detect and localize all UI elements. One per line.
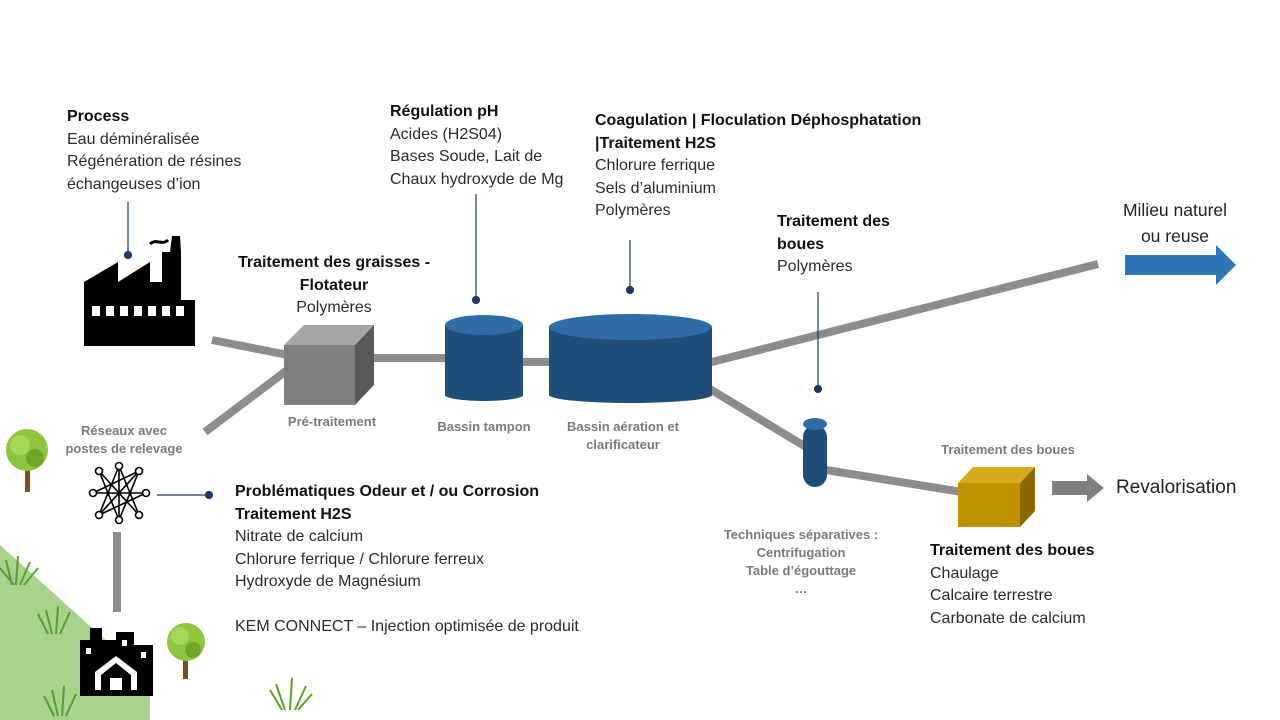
process-line: Régénération de résines (67, 153, 242, 170)
revalorisation-label: Revalorisation (1116, 477, 1237, 498)
milieu-block: Milieu naturel ou reuse (1110, 197, 1240, 249)
pretraitement-label: Pré-traitement (287, 414, 377, 429)
ph-line: Bases Soude, Lait de (390, 148, 543, 165)
boues-top-title: Traitement des (777, 213, 890, 230)
ph-line: Acides (H2S04) (390, 125, 503, 143)
bassin-aeration-label: Bassin aération et clarificateur (553, 418, 693, 454)
bassin-aeration-label-line: Bassin aération et (567, 419, 679, 434)
boues-top-line: Polymères (777, 258, 853, 275)
tree-icon (167, 623, 205, 679)
boues-top-title: boues (777, 235, 825, 253)
pretraitement-cube (284, 325, 374, 405)
techniques-label-line: Centrifugation (756, 545, 846, 560)
house-icon (80, 628, 153, 696)
reseaux-label-line: postes de relevage (65, 441, 183, 456)
odeur-subtitle: Traitement H2S (235, 505, 352, 523)
odeur-line: Hydroxyde de Magnésium (235, 573, 421, 590)
bassin-aeration-label-line: clarificateur (586, 437, 660, 452)
tree-icon (6, 429, 48, 492)
factory-icon (84, 236, 195, 346)
process-block: Process Eau déminéralisée Régénération d… (67, 106, 241, 196)
coagulation-title: Coagulation | Floculation Déphosphatatio… (595, 112, 922, 129)
arrow-revalorisation (1052, 474, 1104, 502)
spacer (235, 594, 579, 616)
coagulation-subtitle: |Traitement H2S (595, 134, 716, 152)
grass-icon (0, 555, 313, 717)
techniques-label: Techniques séparatives : Centrifugation … (704, 526, 898, 598)
milieu-label: Milieu naturel (1122, 200, 1228, 220)
odeur-title: Problématiques Odeur et / ou Corrosion (235, 483, 540, 500)
graisses-title: Traitement des graisses - (237, 254, 431, 271)
bassin-aeration-shape (549, 314, 712, 403)
boues-bottom-block: Traitement des boues Chaulage Calcaire t… (930, 540, 1095, 630)
process-line: échangeuses d’ion (67, 175, 201, 193)
network-icon (88, 461, 151, 525)
odeur-block: Problématiques Odeur et / ou Corrosion T… (235, 481, 579, 638)
pipe-factory-pretraitement (211, 336, 289, 359)
pipe-separation-boues (825, 466, 963, 496)
graisses-line: Polymères (296, 299, 372, 316)
techniques-label-line: … (794, 581, 808, 596)
reseaux-label: Réseaux avec postes de relevage (56, 422, 192, 458)
ph-block: Régulation pH Acides (H2S04) Bases Soude… (390, 101, 563, 191)
bassin-tampon-shape (445, 315, 523, 401)
boues-bottom-line: Chaulage (930, 564, 999, 582)
reseaux-label-line: Réseaux avec (80, 423, 167, 438)
kem-connect-line: KEM CONNECT – Injection optimisée de pro… (235, 617, 579, 635)
milieu-label: ou reuse (1140, 226, 1210, 246)
boues-bottom-line: Calcaire terrestre (930, 587, 1053, 604)
graisses-title: Flotateur (299, 276, 369, 294)
techniques-label-line: Techniques séparatives : (723, 527, 879, 542)
boues-small-label: Traitement des boues (941, 442, 1075, 457)
coagulation-line: Chlorure ferrique (595, 157, 716, 174)
pipe-aeration-milieu (699, 260, 1099, 369)
odeur-line: Nitrate de calcium (235, 528, 364, 545)
odeur-line: Chlorure ferrique / Chlorure ferreux (235, 550, 484, 568)
coagulation-line: Sels d’aluminium (595, 179, 716, 197)
boues-bottom-title: Traitement des boues (930, 542, 1095, 559)
graisses-block: Traitement des graisses - Flotateur Poly… (234, 252, 434, 320)
ph-title: Régulation pH (390, 103, 499, 120)
bassin-tampon-label: Bassin tampon (437, 419, 531, 434)
boues-cube (958, 467, 1035, 527)
techniques-label-line: Table d’égouttage (745, 563, 857, 578)
separation-disc (803, 418, 827, 487)
coagulation-line: Polymères (595, 202, 671, 219)
callout-lines (123, 194, 823, 500)
boues-top-block: Traitement des boues Polymères (777, 211, 890, 279)
coagulation-block: Coagulation | Floculation Déphosphatatio… (595, 110, 921, 223)
process-line: Eau déminéralisée (67, 130, 200, 148)
process-title: Process (67, 108, 130, 125)
pipe-network-pretraitement (202, 364, 293, 436)
arrow-milieu (1125, 245, 1236, 285)
boues-bottom-line: Carbonate de calcium (930, 609, 1086, 627)
ph-line: Chaux hydroxyde de Mg (390, 170, 564, 188)
